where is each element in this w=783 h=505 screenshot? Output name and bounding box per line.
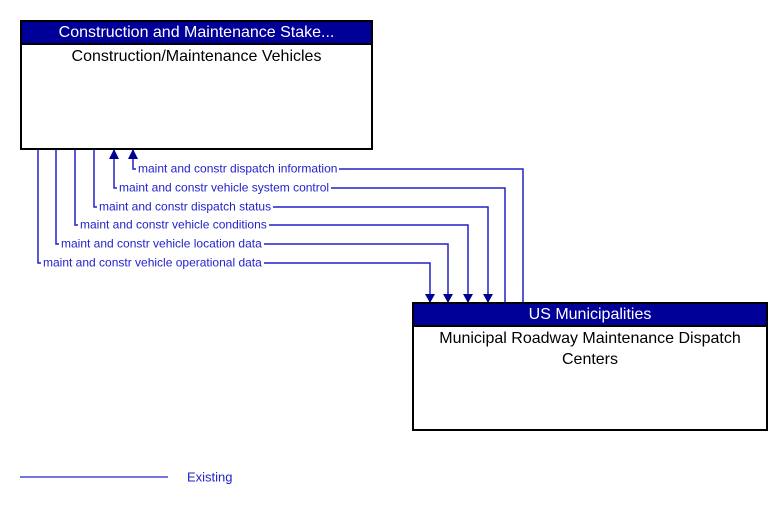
arrow-down-icon: [443, 294, 453, 303]
flow-line-vehicle-conditions: [74, 150, 469, 302]
flow-line-dispatch-status: [93, 150, 489, 302]
flow-label[interactable]: maint and constr vehicle conditions: [78, 217, 269, 232]
source-entity-box[interactable]: Construction and Maintenance Stake... Co…: [20, 20, 373, 150]
source-entity-title[interactable]: Construction/Maintenance Vehicles: [71, 48, 322, 65]
target-entity-title[interactable]: Municipal Roadway Maintenance Dispatch C…: [439, 330, 741, 368]
arrow-up-icon: [128, 149, 138, 159]
arrow-down-icon: [483, 294, 493, 303]
arrow-up-icon: [109, 149, 119, 159]
legend-label: Existing: [187, 469, 233, 485]
flow-label[interactable]: maint and constr vehicle operational dat…: [41, 255, 264, 270]
source-entity-header[interactable]: Construction and Maintenance Stake...: [22, 22, 371, 45]
arrow-down-icon: [463, 294, 473, 303]
target-entity-box[interactable]: US Municipalities Municipal Roadway Main…: [412, 302, 768, 431]
flow-label[interactable]: maint and constr dispatch status: [97, 199, 274, 214]
flow-label[interactable]: maint and constr vehicle system control: [117, 180, 332, 195]
arrow-down-icon: [425, 294, 435, 303]
flow-label[interactable]: maint and constr dispatch information: [136, 161, 340, 176]
target-entity-header[interactable]: US Municipalities: [414, 304, 766, 327]
flow-label[interactable]: maint and constr vehicle location data: [59, 236, 264, 251]
